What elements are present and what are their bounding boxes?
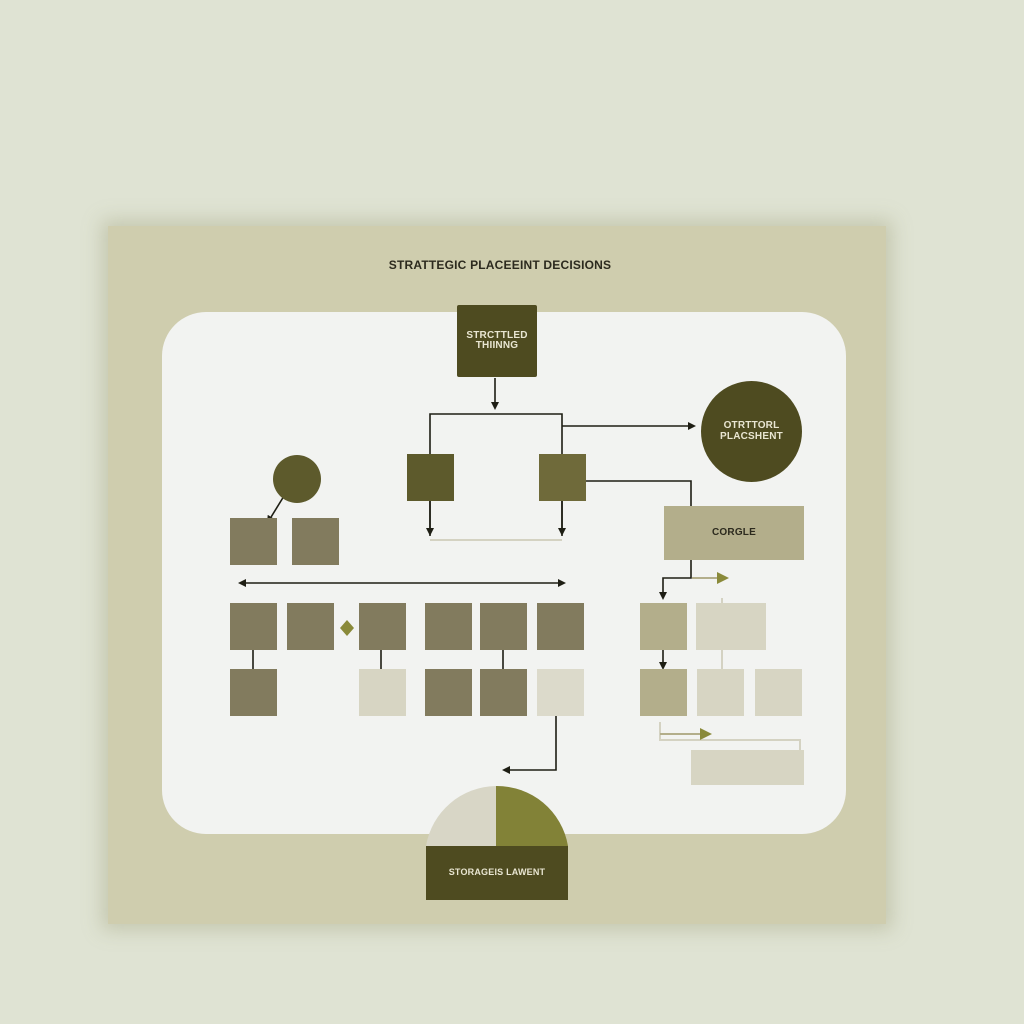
grid-box-r2-1 [230,669,277,716]
top-right-circle [701,381,802,482]
grid-box-r1-1 [230,603,277,650]
right-box-r2-2 [697,669,744,716]
connector-right-branch [586,480,692,600]
top-structured-box [457,305,537,377]
connector-pale-bottom [659,722,801,752]
grid-box-r1-6 [537,603,584,650]
right-label-box-label: CORGLE [712,526,756,538]
grid-box-r1-5 [480,603,527,650]
top-box-label: STRCTTLED THIINNG [466,329,528,351]
right-box-r2-3 [755,669,802,716]
diamond-shape [340,620,354,636]
grid-box-r2-3 [425,669,472,716]
left-box-a [230,518,277,565]
connector-down-to-chart [502,716,557,774]
diagram-title: STRATTEGIC PLACEEINT DECISIONS [388,258,612,272]
semicircle-right-slice [496,785,568,846]
right-box-r1-2 [696,603,766,650]
grid-box-r1-3 [359,603,406,650]
right-box-r1-1 [640,603,687,650]
bottom-storage-block [426,846,568,900]
branch-box-left [407,454,454,501]
branch-box-right [539,454,586,501]
right-box-r2-1 [640,669,687,716]
right-label-box [664,506,804,560]
grid-box-r2-5 [537,669,584,716]
grid-box-r1-4 [425,603,472,650]
connector-small-circle [266,495,285,524]
grid-box-r2-2 [359,669,406,716]
left-box-b [292,518,339,565]
bottom-block-label: STORAGEIS LAWENT [448,867,546,878]
grid-box-r2-4 [480,669,527,716]
small-circle [273,455,321,503]
right-bottom-bar [691,750,804,785]
grid-box-r1-2 [287,603,334,650]
semicircle-left-slice [426,786,496,846]
top-right-circle-label: OTRTTORL PLACSHENT [720,420,783,442]
